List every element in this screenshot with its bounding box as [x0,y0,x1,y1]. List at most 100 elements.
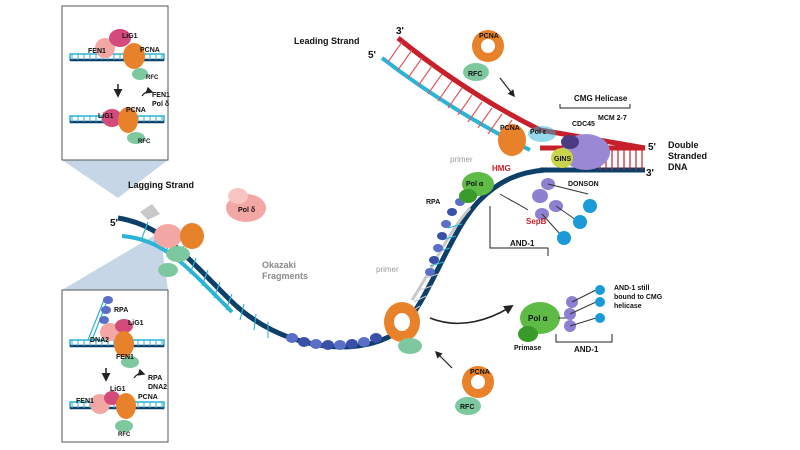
primase-label: Primase [514,345,541,352]
cdc45-label: CDC45 [572,121,595,128]
pol-delta-blob [95,38,115,58]
lagging-strand-label: Lagging Strand [128,180,194,190]
pcna-label: PCNA [140,47,160,54]
ds-label-3: DNA [668,162,688,172]
primer-label-lower: primer [376,265,399,274]
rfc-blob-b [121,356,139,368]
lig1-blob [109,29,131,47]
cmg-helicase-complex: PCNA Pol ε GINS CDC45 MCM 2-7 CMG Helica… [492,94,631,188]
and1-ball-2 [573,215,587,229]
donson-label: DONSON [568,181,599,188]
detail-and1-bracket [555,334,613,343]
fen1-label-b: FEN1 [116,354,134,361]
pol-alpha-detail: Pol α Primase AND-1 AND-1 still bound to… [514,285,663,354]
gins-blob [551,148,573,168]
leading-pcna-label: PCNA [500,125,520,132]
lig1-label-2: LiG1 [98,113,114,120]
dna2-label-b: DNA2 [90,337,109,344]
and1-ball-3 [557,231,571,245]
free-pcna-label-b: PCNA [470,369,490,376]
free-rfc-label: RFC [468,71,482,78]
pcna-ring-2 [118,107,138,133]
detail-and1-label: AND-1 [574,345,599,354]
detail-pol-alpha-label: Pol α [528,314,548,323]
dna-strands [117,36,646,350]
rpa-chain [286,198,465,350]
lig1-blob-2 [102,109,122,127]
detail-arrow [429,304,514,325]
sepb-label: SepB [526,217,547,226]
pcna-ring [123,43,145,69]
and1-ball-1 [583,199,597,213]
and1-label: AND-1 [510,239,535,248]
cdc45-blob [561,135,579,149]
pcna-label-2: PCNA [126,107,146,114]
release-arrow [141,86,154,97]
pcna-loading-arrow-top [499,77,515,98]
fen1-label: FEN1 [88,48,106,55]
pcna-ring-b2 [116,393,136,419]
lower-pcna-on-strand [384,302,422,354]
fen1-release-label: FEN1 [152,92,170,99]
mcm-label: MCM 2-7 [598,115,627,122]
release-arrow-b [133,368,146,379]
hmg-label: HMG [492,164,511,173]
top-inset-callout [62,160,168,198]
pol-alpha-fork: Pol α primer SepB AND-1 [450,155,597,256]
free-pcna-label: PCNA [479,33,499,40]
gins-label: GINS [554,156,571,163]
ds-three-prime: 3' [646,168,654,179]
rfc-label: RFC [146,75,159,81]
ds-five-prime: 5' [648,142,656,153]
rfc-blob-2 [127,132,145,144]
leading-pcna [498,124,526,156]
free-rfc-label-b: RFC [460,404,474,411]
lig1-label: LiG1 [122,33,138,40]
pol-epsilon-label: Pol ε [530,129,547,136]
pol-epsilon-blob [528,126,556,142]
lagging-pcna-cluster [140,204,204,277]
and1-still-3: helicase [614,303,642,310]
bottom-inset-callout [62,232,168,290]
ds-label-1: Double [668,140,699,150]
top-inset: LiG1 FEN1 PCNA RFC FEN1 Pol δ LiG1 PCNA … [61,5,170,161]
okazaki-label-1: Okazaki [262,260,296,270]
cmg-helicase-label: CMG Helicase [574,94,628,103]
pol-delta-blob-b [100,323,120,341]
bottom-inset: RPA LiG1 DNA2 FEN1 RPA DNA2 LiG1 FEN1 PC… [61,289,169,443]
fen1-label-b2: FEN1 [76,398,94,405]
free-pol-delta: Pol δ [226,188,266,222]
pcna-ring-b [114,331,134,357]
lig1-label-b: LiG1 [128,320,144,327]
cmg-bracket [559,104,631,109]
pcna-loading-arrow-bottom [434,350,453,369]
rpa-release-label: RPA [148,375,162,382]
primer-label-top: primer [450,155,473,164]
ds-label-2: Stranded [668,151,707,161]
pol-delta-release-label: Pol δ [152,101,169,108]
pol-alpha-label: Pol α [466,181,484,188]
rfc-blob-b2 [115,420,133,432]
and1-still-1: AND-1 still [614,285,649,292]
free-pcna-rfc-bottom: PCNA RFC [434,350,494,415]
and1-bracket [489,206,549,256]
lig1-label-b2: LiG1 [110,386,126,393]
lig1-blob-b [115,319,133,333]
leading-five-prime: 5' [368,50,376,61]
rfc-label-2: RFC [138,139,151,145]
leading-strand-label: Leading Strand [294,36,360,46]
and1-still-2: bound to CMG [614,294,663,301]
free-pcna-rfc-top: PCNA RFC [463,30,515,98]
lig1-blob-b2 [104,391,120,405]
okazaki-label-2: Fragments [262,271,308,281]
rpa-label-b: RPA [114,307,128,314]
lagging-five-prime: 5' [110,218,118,229]
dna2-release-label: DNA2 [148,384,167,391]
rpa-label-main: RPA [426,199,440,206]
free-pol-delta-label: Pol δ [238,207,255,214]
rfc-label-b2: RFC [118,432,131,438]
pcna-label-b2: PCNA [138,394,158,401]
rfc-blob [132,68,148,80]
